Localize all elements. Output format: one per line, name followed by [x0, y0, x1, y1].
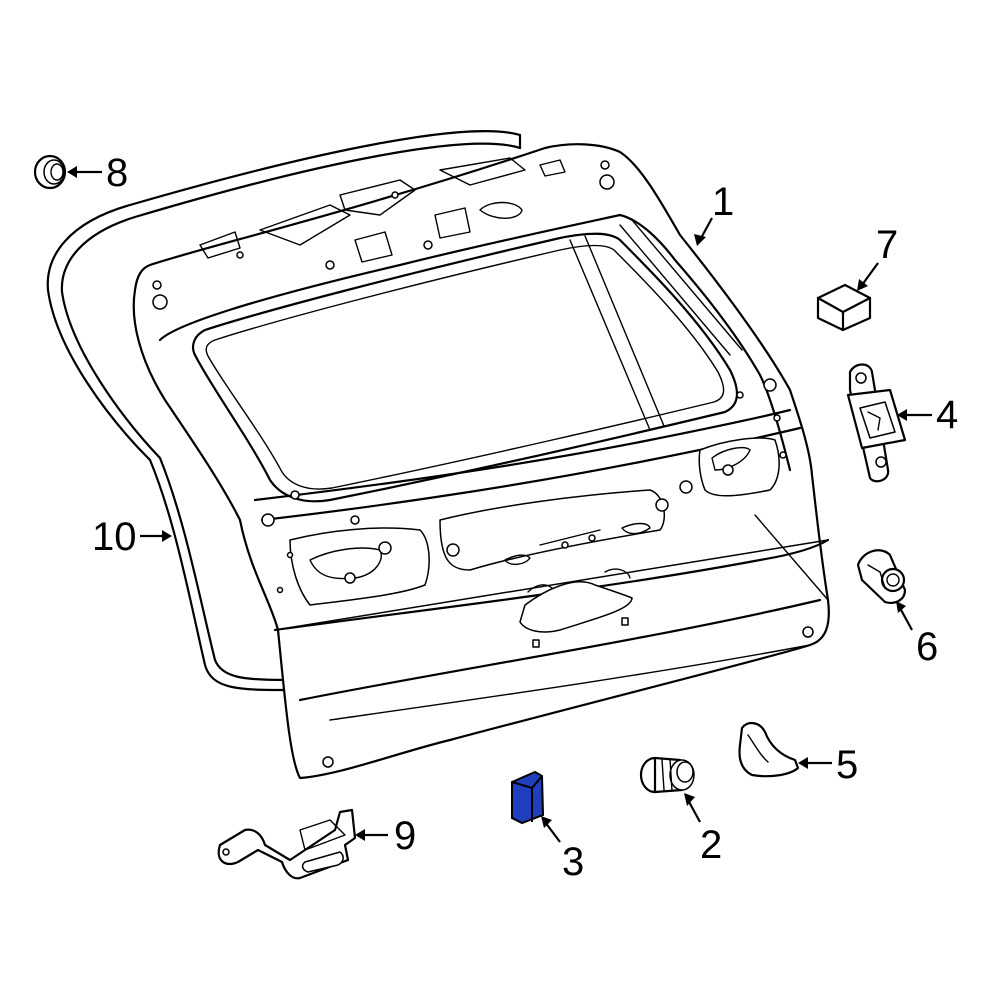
callout-label-6: 6	[916, 625, 938, 669]
callout-label-4: 4	[936, 393, 958, 437]
callout-label-7: 7	[876, 223, 898, 267]
bracket-part-5[interactable]	[738, 722, 800, 778]
callout-labels: 1 2 3 4 5 6 7 8 9 10	[92, 151, 958, 884]
bracket-part-9[interactable]	[217, 808, 357, 880]
cushion-part-7[interactable]	[816, 283, 872, 332]
plug-part-8[interactable]	[33, 154, 67, 190]
callout-label-1: 1	[712, 180, 734, 224]
callout-label-10: 10	[92, 515, 137, 559]
callout-label-5: 5	[836, 743, 858, 787]
cushion-part-3-highlighted[interactable]	[511, 770, 545, 825]
bumper-stop-part-2[interactable]	[639, 756, 695, 794]
weatherstrip-part-10[interactable]	[46, 130, 522, 692]
striker-part-4[interactable]	[846, 363, 907, 483]
hinge-part-6[interactable]	[856, 549, 907, 604]
liftgate-part-1[interactable]	[132, 143, 830, 780]
callout-label-8: 8	[106, 151, 128, 195]
callout-label-3: 3	[562, 840, 584, 884]
callout-arrows	[67, 166, 932, 843]
callout-label-9: 9	[394, 814, 416, 858]
callout-label-2: 2	[700, 823, 722, 867]
